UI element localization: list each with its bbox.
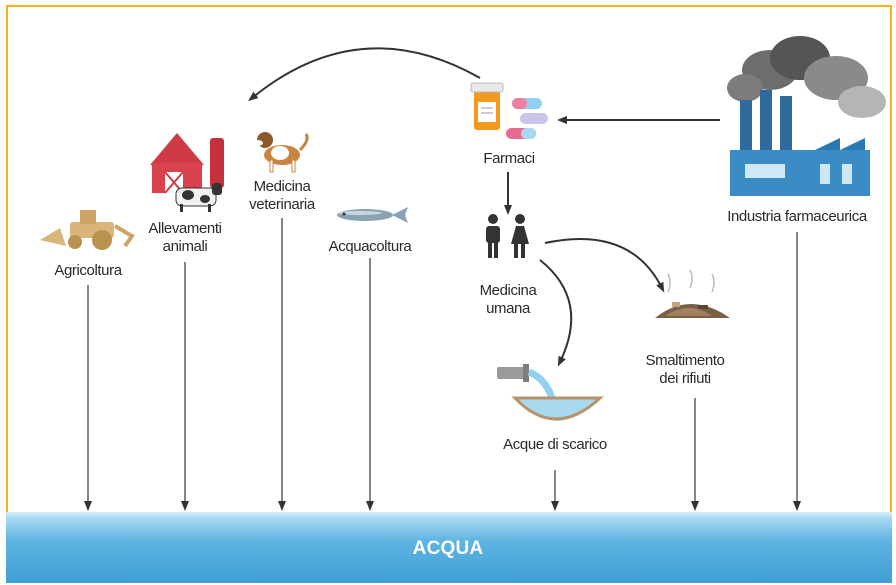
water-label: ACQUA: [412, 538, 484, 559]
wastewater-icon: [497, 364, 604, 421]
label-smaltimento-line2: dei rifiuti: [659, 370, 711, 387]
label-medicina-umana-line2: umana: [486, 300, 530, 317]
label-acquacoltura: Acquacoltura: [328, 238, 412, 255]
factory-icon: [727, 36, 886, 196]
label-medicina-veterinaria: Medicina veterinaria: [232, 178, 332, 214]
waste-pile-icon: [655, 269, 730, 318]
label-smaltimento-line1: Smaltimento: [645, 352, 725, 369]
water-band: [6, 512, 892, 583]
arrow-umana-to-scarico: [539, 259, 573, 367]
flow-arrows-to-water: [84, 218, 801, 511]
label-industria: Industria farmaceurica: [727, 208, 867, 225]
dog-icon: [253, 132, 309, 173]
connector-arrows: [248, 47, 720, 367]
label-agricoltura: Agricoltura: [54, 262, 122, 279]
tractor-icon: [40, 210, 135, 250]
label-smaltimento: Smaltimento dei rifiuti: [630, 352, 740, 388]
label-medicina-veterinaria-line1: Medicina: [253, 178, 311, 195]
arrow-umana-to-rifiuti: [544, 238, 665, 293]
pill-bottle-icon: [470, 82, 504, 130]
arrow-farmaci-to-animali: [248, 47, 481, 102]
label-medicina-umana-line1: Medicina: [479, 282, 537, 299]
label-allevamenti: Allevamenti animali: [130, 220, 240, 256]
people-icon: [486, 214, 529, 258]
label-medicina-veterinaria-line2: veterinaria: [249, 196, 315, 213]
label-acque-scarico: Acque di scarico: [503, 436, 607, 453]
cow-icon: [175, 183, 222, 212]
label-farmaci: Farmaci: [483, 150, 535, 167]
fish-icon: [337, 207, 408, 223]
capsules-icon: [506, 98, 548, 139]
label-medicina-umana: Medicina umana: [468, 282, 548, 318]
label-allevamenti-line2: animali: [162, 238, 208, 255]
label-allevamenti-line1: Allevamenti: [148, 220, 222, 237]
